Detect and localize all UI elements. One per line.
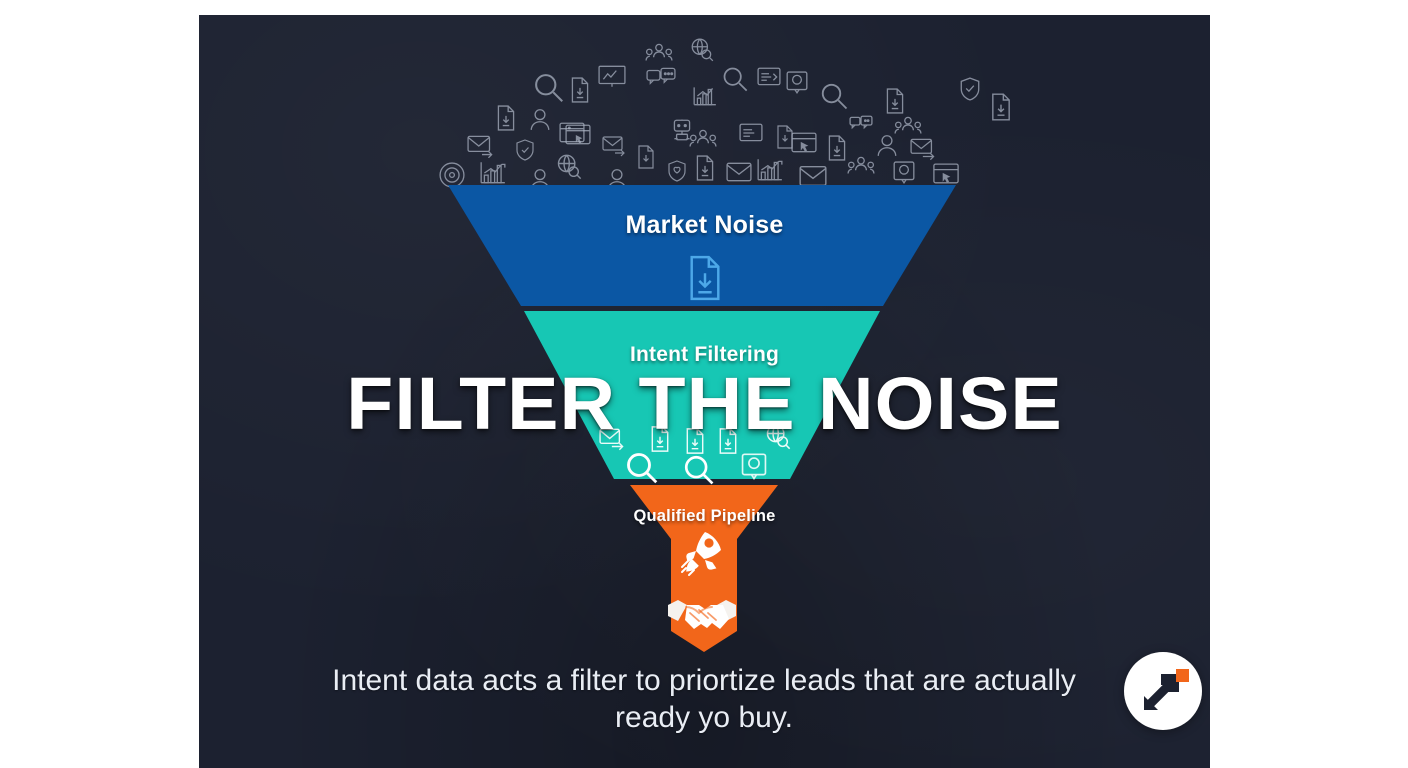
document-download-icon — [884, 88, 906, 114]
document-download-icon — [686, 255, 724, 301]
users-group-icon — [689, 128, 717, 150]
user-icon — [606, 167, 628, 191]
funnel-label-qualified-pipeline: Qualified Pipeline — [633, 507, 776, 525]
document-download-icon — [826, 135, 848, 161]
robot-chat-icon — [646, 67, 676, 89]
caption-line-2: actually ready yo buy. — [615, 664, 1076, 734]
search-icon — [682, 453, 716, 487]
profile-card-icon — [893, 161, 915, 185]
globe-search-icon — [689, 37, 715, 63]
browser-cursor-icon — [932, 163, 960, 185]
rocket-icon — [672, 525, 732, 577]
globe-search-icon — [555, 153, 583, 181]
document-download-icon — [495, 105, 517, 131]
user-icon — [529, 107, 551, 131]
logo-badge[interactable] — [1124, 652, 1202, 730]
envelope-send-icon — [910, 137, 940, 161]
users-group-icon — [847, 155, 875, 177]
document-download-icon — [775, 125, 795, 149]
search-icon — [624, 450, 660, 486]
target-icon — [439, 162, 465, 188]
search-icon — [532, 71, 565, 104]
caption-line-1: Intent data acts a filter to priortize l… — [332, 664, 966, 697]
robot-chat-icon — [849, 115, 873, 135]
globe-search-icon — [764, 423, 792, 451]
users-group-icon — [645, 42, 673, 64]
envelope-icon — [726, 161, 752, 183]
bar-chart-icon — [756, 157, 784, 183]
envelope-send-icon — [467, 134, 497, 158]
icon-cloud — [199, 15, 1210, 205]
presentation-chart-icon — [598, 65, 626, 87]
poster-panel: Market Noise Intent Filtering Qualified … — [199, 15, 1210, 768]
user-icon — [875, 133, 899, 157]
list-card-icon — [739, 123, 763, 143]
shield-check-icon — [515, 139, 535, 161]
browser-cursor-icon — [559, 122, 585, 144]
shield-check-icon — [959, 77, 981, 101]
arrow-growth-logo — [1144, 669, 1189, 710]
page-title: FILTER THE NOISE — [346, 362, 1063, 445]
caption: Intent data acts a filter to priortize l… — [329, 663, 1079, 737]
search-icon — [819, 81, 849, 111]
profile-card-icon — [741, 453, 767, 481]
search-icon — [721, 65, 749, 93]
document-download-icon — [717, 427, 739, 455]
envelope-send-icon — [602, 134, 630, 158]
bar-chart-icon — [692, 85, 718, 107]
envelope-icon — [799, 165, 827, 187]
shield-check-icon — [667, 160, 687, 182]
profile-card-icon — [786, 71, 808, 95]
handshake-icon — [666, 593, 738, 639]
users-group-icon — [894, 115, 922, 137]
user-icon — [529, 167, 551, 191]
robot-chat-icon — [669, 119, 695, 141]
document-download-icon — [649, 425, 671, 453]
document-download-icon — [694, 155, 716, 181]
list-card-icon — [757, 67, 781, 87]
document-download-icon — [684, 427, 706, 455]
bar-chart-icon — [479, 160, 507, 186]
envelope-send-icon — [599, 427, 629, 451]
funnel-label-intent-filtering: Intent Filtering — [629, 343, 780, 366]
document-download-icon — [636, 145, 656, 169]
document-download-icon — [989, 93, 1013, 121]
document-download-icon — [568, 77, 592, 103]
funnel-label-market-noise: Market Noise — [625, 211, 784, 239]
